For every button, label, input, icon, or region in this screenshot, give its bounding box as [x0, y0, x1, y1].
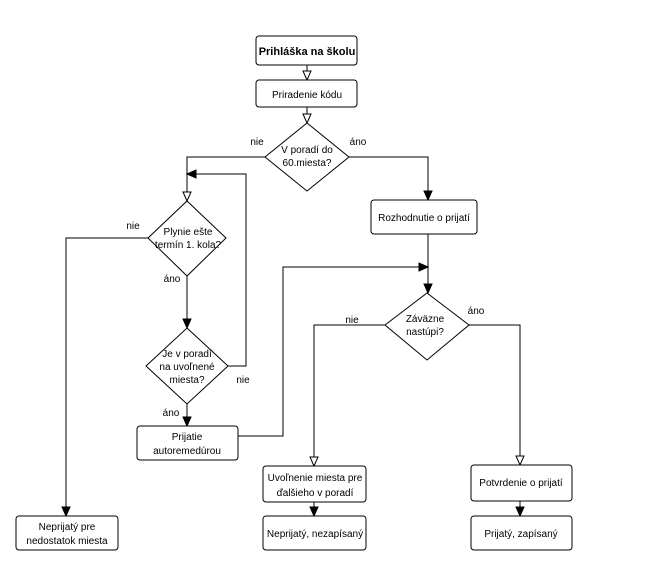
edge-rank-no: [186, 156, 265, 200]
svg-text:Uvoľnenie miesta pre: Uvoľnenie miesta pre: [268, 473, 363, 484]
svg-text:Je v poradí: Je v poradí: [162, 349, 212, 360]
svg-text:nedostatok miesta: nedostatok miesta: [26, 536, 108, 547]
svg-text:Prihláška na školu: Prihláška na školu: [259, 46, 356, 58]
node-release-place: Uvoľnenie miesta pre ďalšieho v poradí: [262, 465, 367, 503]
decision-binding-enrollment: Záväzne nastúpi?: [384, 292, 470, 361]
arrowhead-freed-no-loop: [185, 169, 197, 179]
edge-enroll-no: [313, 324, 385, 465]
node-code-assignment: Priradenie kódu: [255, 79, 358, 108]
arrowhead-freed-yes: [182, 416, 192, 428]
svg-text:termín 1. kola?: termín 1. kola?: [155, 240, 222, 251]
arrowhead-decision-to-enroll: [423, 283, 433, 295]
edge-remedy-to-merge: [238, 266, 427, 437]
svg-text:Rozhodnutie o prijatí: Rozhodnutie o prijatí: [378, 213, 470, 224]
label-freed-no: nie: [236, 375, 250, 386]
label-freed-yes: áno: [163, 408, 180, 419]
arrowhead-release-to-final: [309, 506, 319, 518]
svg-text:Prijatý, zapísaný: Prijatý, zapísaný: [484, 529, 557, 540]
node-admitted-enrolled: Prijatý, zapísaný: [470, 515, 573, 551]
arrowhead-remedy-to-merge: [418, 262, 430, 272]
arrowhead-rank-yes: [423, 190, 433, 202]
svg-text:Neprijatý pre: Neprijatý pre: [39, 522, 96, 533]
decision-rank: V poradí do 60.miesta?: [264, 122, 350, 192]
arrowhead-enroll-no: [309, 456, 319, 468]
svg-text:Priradenie kódu: Priradenie kódu: [272, 90, 342, 101]
edge-freed-no-loop: [188, 173, 247, 367]
svg-text:V poradí do: V poradí do: [281, 145, 333, 156]
node-admission-decision: Rozhodnutie o prijatí: [370, 199, 478, 235]
svg-text:60.miesta?: 60.miesta?: [283, 158, 332, 169]
label-rank-no: nie: [250, 137, 264, 148]
node-application: Prihláška na školu: [255, 35, 358, 66]
arrowhead-term-no: [61, 506, 71, 518]
svg-text:autoremedúrou: autoremedúrou: [153, 446, 221, 457]
node-not-admitted-capacity: Neprijatý pre nedostatok miesta: [15, 515, 119, 551]
arrowhead-code-to-rank: [302, 113, 312, 125]
svg-text:na uvoľnené: na uvoľnené: [159, 362, 215, 373]
edge-term-no: [65, 237, 148, 515]
edge-rank-yes: [349, 156, 429, 199]
arrowhead-term-yes: [182, 318, 192, 330]
arrowhead-enroll-yes: [515, 455, 525, 467]
svg-text:Záväzne: Záväzne: [406, 314, 445, 325]
svg-text:Neprijatý, nezapísaný: Neprijatý, nezapísaný: [267, 529, 363, 540]
node-confirmation: Potvrdenie o prijatí: [470, 464, 573, 502]
label-enroll-yes: áno: [468, 306, 485, 317]
node-not-admitted-not-enrolled: Neprijatý, nezapísaný: [262, 515, 367, 551]
label-enroll-no: nie: [345, 315, 359, 326]
svg-text:Potvrdenie o prijatí: Potvrdenie o prijatí: [479, 478, 563, 489]
label-term-no: nie: [126, 221, 140, 232]
arrowhead-confirm-to-final: [515, 506, 525, 518]
decision-freed-place: Je v poradí na uvoľnené miesta?: [145, 327, 229, 405]
label-term-yes: áno: [164, 274, 181, 285]
svg-text:Plynie ešte: Plynie ešte: [164, 227, 213, 238]
svg-text:Prijatie: Prijatie: [172, 432, 203, 443]
svg-text:nastúpi?: nastúpi?: [406, 327, 444, 338]
edge-enroll-yes: [469, 324, 521, 464]
svg-text:ďalšieho v poradí: ďalšieho v poradí: [277, 488, 354, 499]
arrowhead-application-to-code: [302, 70, 312, 82]
node-auto-remedy: Prijatie autoremedúrou: [136, 425, 239, 461]
label-rank-yes: áno: [350, 137, 367, 148]
decision-round1-term: Plynie ešte termín 1. kola?: [147, 200, 227, 277]
svg-text:miesta?: miesta?: [169, 375, 204, 386]
arrowhead-rank-no: [182, 191, 192, 203]
